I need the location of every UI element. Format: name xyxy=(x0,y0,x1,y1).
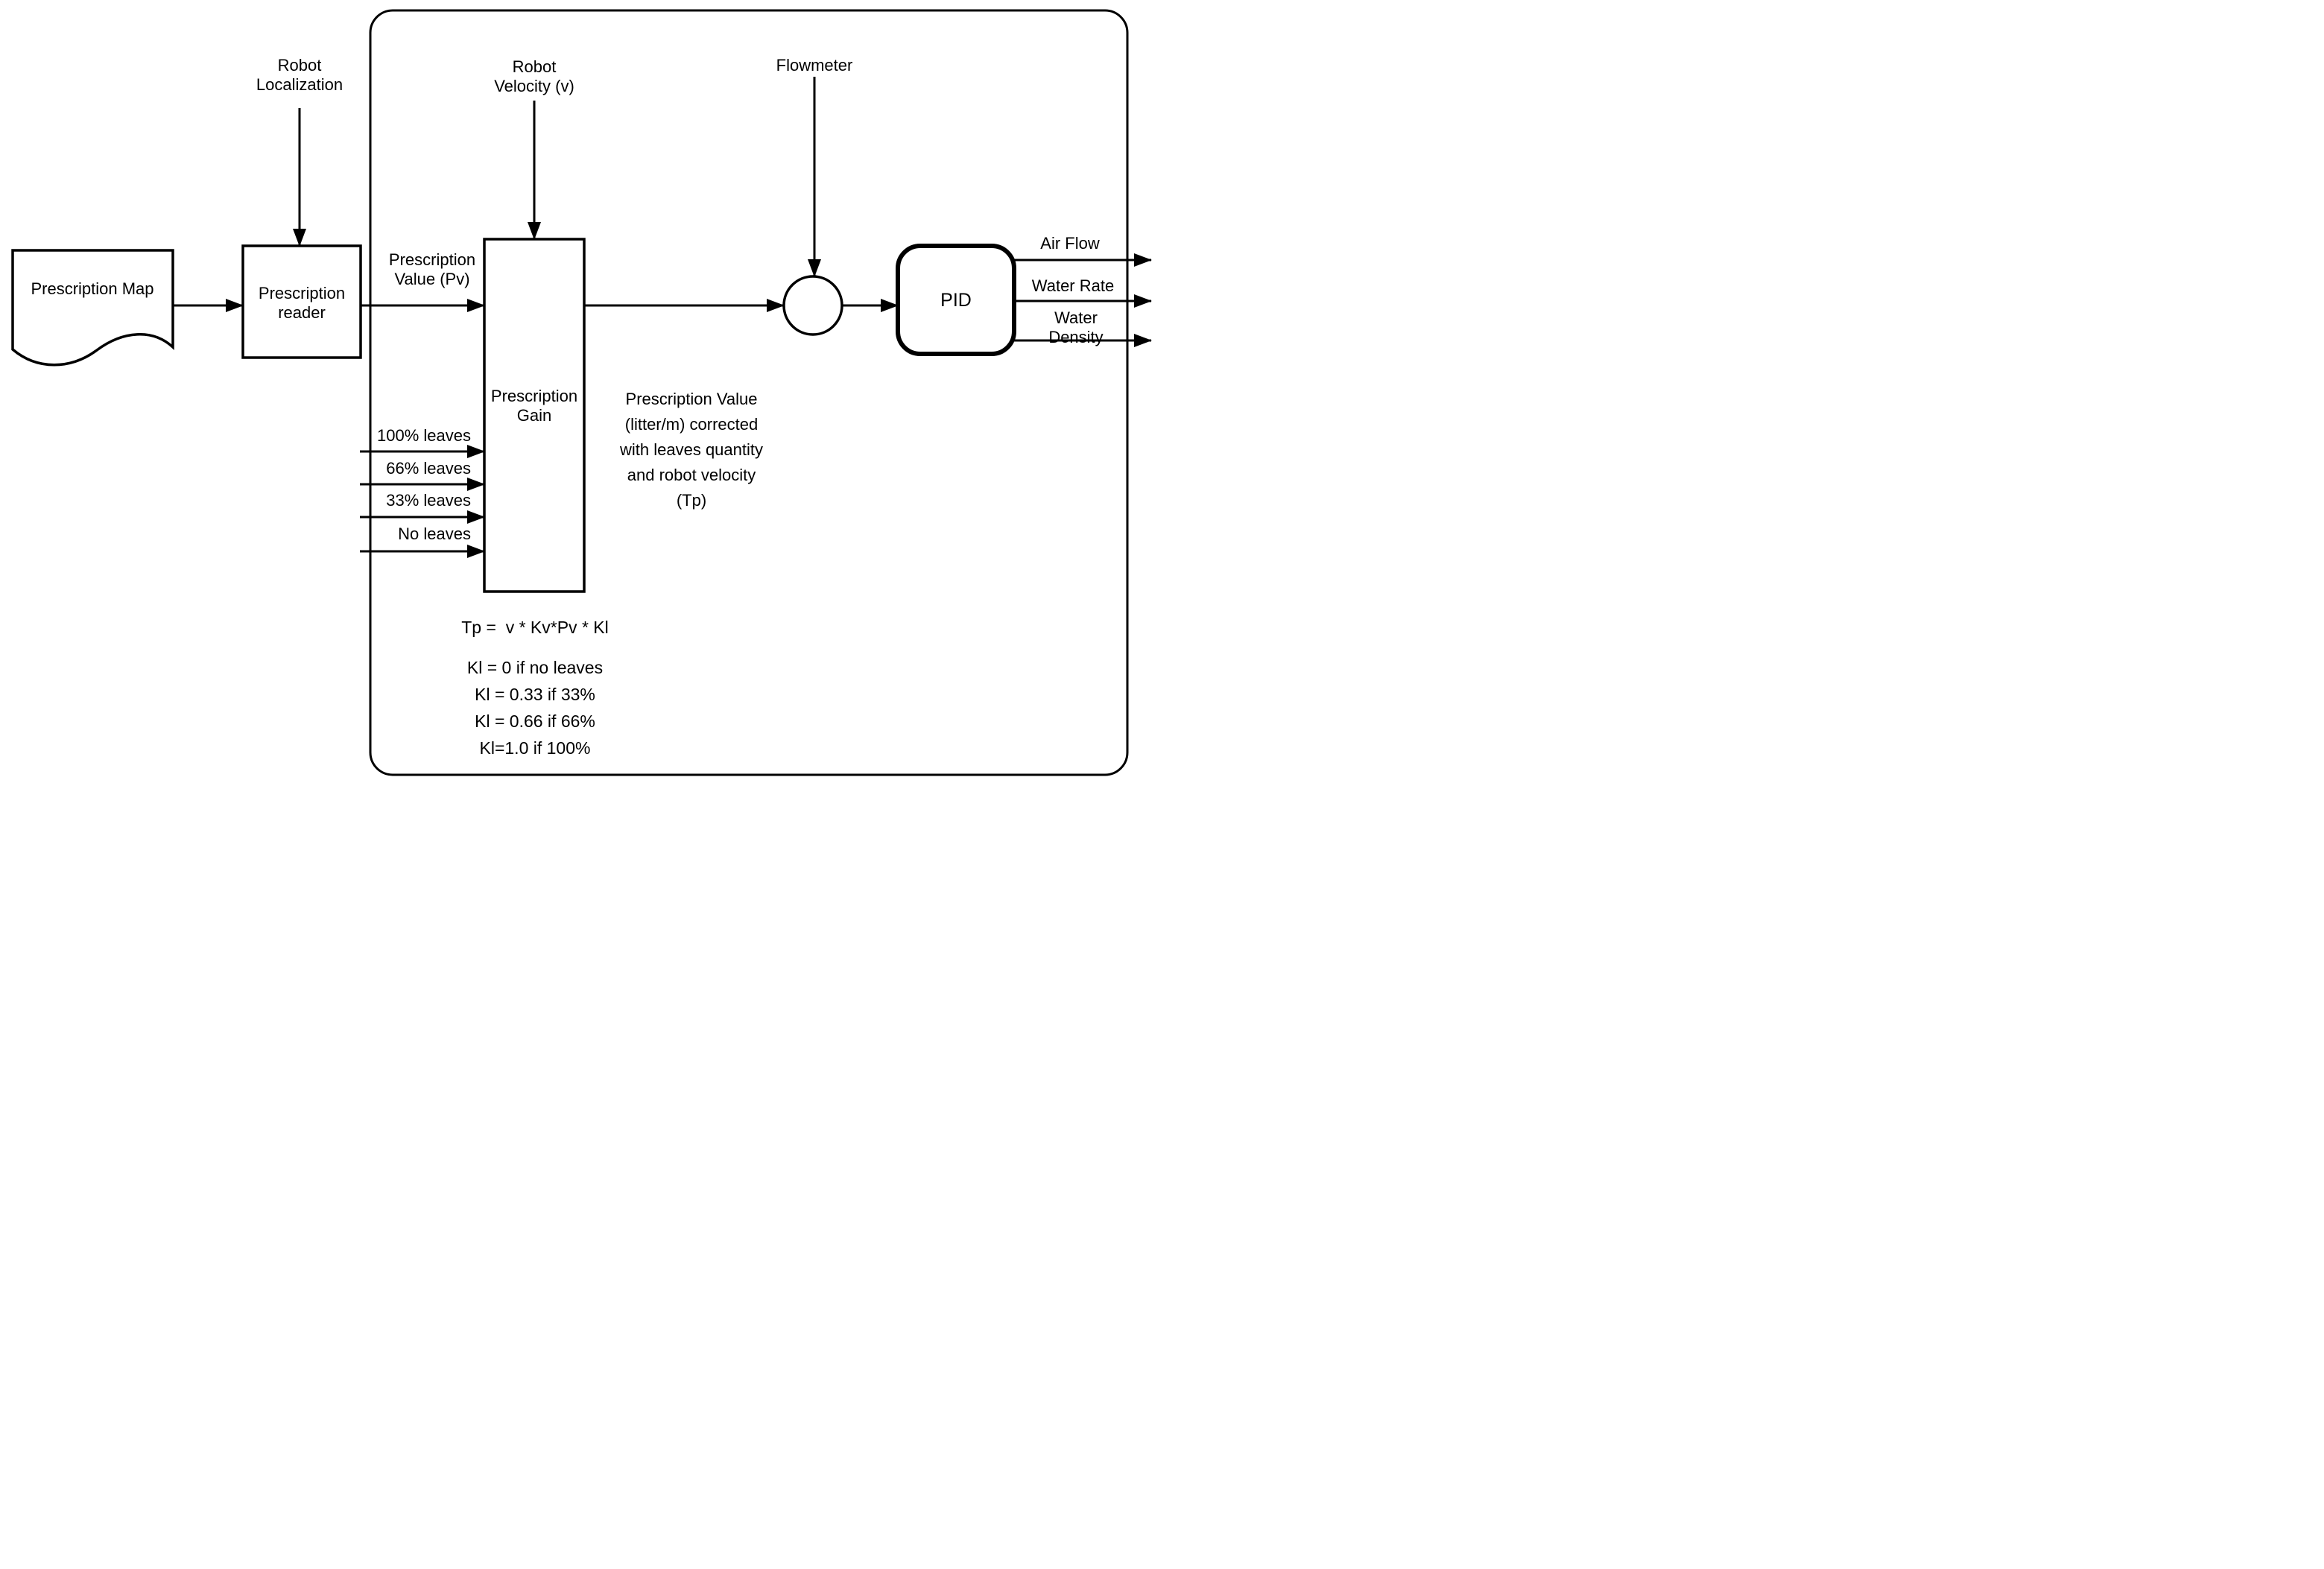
prescription-reader-label: Prescription reader xyxy=(258,284,346,322)
prescription-map-label: Prescription Map xyxy=(31,279,154,298)
pid-label: PID xyxy=(940,290,972,311)
diagram-lines-layer xyxy=(11,9,1152,776)
tp-annotation: Prescription Value (litter/m) corrected … xyxy=(620,390,763,510)
prescription-gain-box xyxy=(483,238,586,593)
prescription-value-pv-label: Prescription Value (Pv) xyxy=(388,250,476,288)
tp-formula: Tp = v * Kv*Pv * Kl xyxy=(461,618,609,637)
output-label-water-density: Water Density xyxy=(1048,308,1104,346)
system-boundary-box xyxy=(369,9,1129,776)
input-label-no-leaves: No leaves xyxy=(398,524,471,543)
robot-localization-label: Robot Localization xyxy=(256,56,343,94)
output-label-air-flow: Air Flow xyxy=(1040,234,1100,253)
output-label-water-rate: Water Rate xyxy=(1031,276,1115,295)
prescription-reader-box xyxy=(241,244,362,359)
prescription-map-document-shape xyxy=(11,249,174,367)
input-label-66pct-leaves: 66% leaves xyxy=(386,459,471,478)
flowmeter-label: Flowmeter xyxy=(776,56,853,75)
robot-velocity-label: Robot Velocity (v) xyxy=(494,57,574,95)
input-label-33pct-leaves: 33% leaves xyxy=(386,491,471,510)
prescription-gain-label: Prescription Gain xyxy=(490,387,578,425)
summing-junction-circle xyxy=(782,275,843,336)
block-diagram: Robot Localization Robot Velocity (v) Fl… xyxy=(0,0,1162,785)
input-label-100pct-leaves: 100% leaves xyxy=(377,426,471,445)
kl-conditions: Kl = 0 if no leaves Kl = 0.33 if 33% Kl … xyxy=(466,658,604,758)
